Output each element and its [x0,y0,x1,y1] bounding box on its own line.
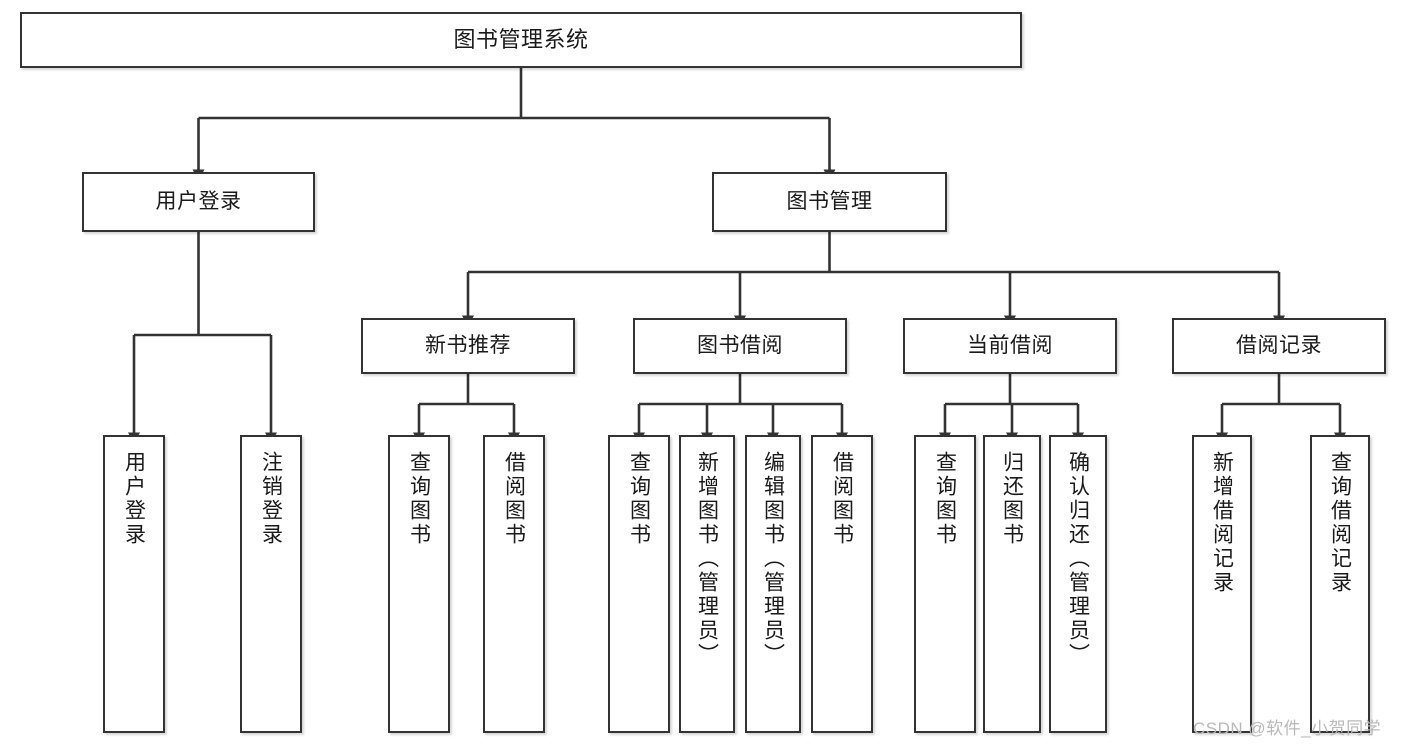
node-leaf-borrow-1[interactable]: 查询图书 [608,435,670,733]
node-label: 确认归还（管理员） [1066,451,1090,667]
node-label: 新书推荐 [425,333,511,357]
node-login[interactable]: 用户登录 [82,172,315,232]
node-leaf-login-2[interactable]: 注销登录 [240,435,302,733]
node-leaf-cur-3[interactable]: 确认归还（管理员） [1049,435,1107,733]
node-leaf-login-1[interactable]: 用户登录 [103,435,165,733]
node-leaf-borrow-3[interactable]: 编辑图书（管理员） [745,435,801,733]
node-label: 新增借阅记录 [1210,451,1234,595]
node-leaf-borrow-2[interactable]: 新增图书（管理员） [679,435,735,733]
node-borrow[interactable]: 图书借阅 [633,318,847,374]
node-label: 查询图书 [407,451,431,547]
node-current[interactable]: 当前借阅 [903,318,1117,374]
node-leaf-cur-1[interactable]: 查询图书 [914,435,976,733]
node-label: 图书管理 [786,189,873,213]
node-records[interactable]: 借阅记录 [1172,318,1386,374]
node-leaf-borrow-4[interactable]: 借阅图书 [811,435,873,733]
node-label: 查询借阅记录 [1328,451,1352,595]
node-leaf-new-1[interactable]: 查询图书 [388,435,450,733]
node-root[interactable]: 图书管理系统 [20,12,1022,68]
node-label: 查询图书 [627,451,651,547]
node-leaf-rec-2[interactable]: 查询借阅记录 [1310,435,1370,733]
node-label: 借阅记录 [1236,333,1322,357]
node-label: 图书管理系统 [453,27,589,53]
node-label: 用户登录 [122,451,146,547]
node-leaf-new-2[interactable]: 借阅图书 [483,435,545,733]
node-label: 借阅图书 [830,451,854,547]
node-label: 归还图书 [1000,451,1024,547]
node-label: 新增图书（管理员） [695,451,719,667]
node-label: 编辑图书（管理员） [761,451,785,667]
node-leaf-rec-1[interactable]: 新增借阅记录 [1192,435,1252,733]
node-leaf-cur-2[interactable]: 归还图书 [983,435,1041,733]
node-label: 注销登录 [259,451,283,547]
node-label: 借阅图书 [502,451,526,547]
node-label: 查询图书 [933,451,957,547]
node-bookmgmt[interactable]: 图书管理 [712,172,947,232]
node-newbook[interactable]: 新书推荐 [361,318,575,374]
node-label: 当前借阅 [967,333,1053,357]
watermark-label: CSDN @软件_小贺同学 [1193,719,1382,738]
node-label: 用户登录 [155,189,242,213]
node-label: 图书借阅 [697,333,783,357]
